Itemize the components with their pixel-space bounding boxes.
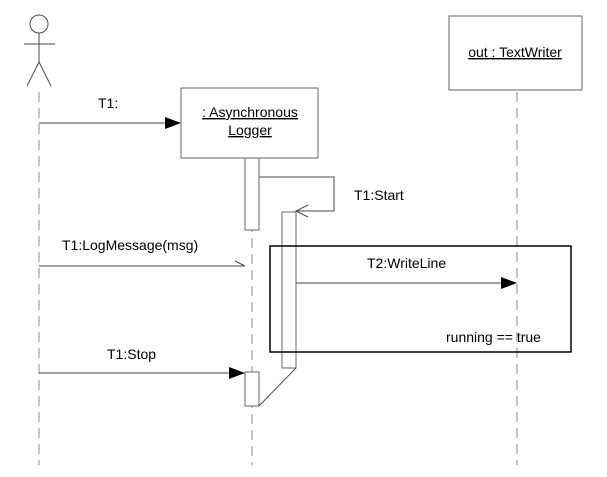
message-t2-writeline-label: T2:WriteLine: [367, 255, 446, 271]
actor-figure: [24, 14, 55, 87]
out-textwriter-name: out : TextWriter: [468, 44, 562, 60]
loop-frame: [269, 245, 572, 353]
thread-return-line: [258, 367, 297, 407]
participant-asynchronous-logger: : Asynchronous Logger: [180, 87, 319, 159]
message-t1-create-label: T1:: [98, 95, 118, 111]
loop-guard-condition: running == true: [446, 329, 541, 345]
participant-out-textwriter: out : TextWriter: [448, 15, 583, 91]
message-t1-stop-label: T1:Stop: [107, 346, 156, 362]
message-t2-writeline: T2:WriteLine: [296, 255, 517, 289]
message-t1-stop: T1:Stop: [39, 346, 245, 379]
logger-name-line2: Logger: [228, 122, 272, 138]
logger-activation-thread: [281, 211, 297, 369]
logger-activation-stop: [244, 371, 260, 407]
message-t1-start: T1:Start: [259, 176, 404, 218]
message-t1-start-label: T1:Start: [354, 187, 404, 203]
logger-activation-main: [244, 157, 260, 231]
logger-name-line1: : Asynchronous: [202, 104, 298, 120]
message-t1-logmessage: T1:LogMessage(msg): [39, 237, 246, 267]
message-t1-logmessage-label: T1:LogMessage(msg): [62, 237, 198, 253]
message-t1-create: T1:: [39, 95, 181, 129]
